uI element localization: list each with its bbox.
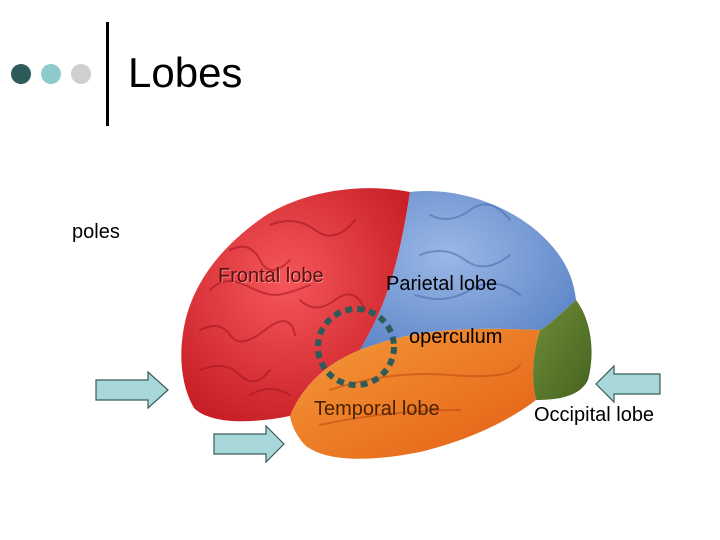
arrow-right-upper bbox=[95, 370, 169, 410]
arrow-right-lower bbox=[213, 424, 285, 464]
label-occipital-lobe: Occipital lobe bbox=[534, 404, 655, 426]
temporal-lobe bbox=[290, 328, 540, 459]
bullet-dot-gray bbox=[71, 64, 91, 84]
temporal-gyri bbox=[319, 364, 521, 426]
slide-title: Lobes bbox=[128, 49, 243, 96]
bullet-dot-teal bbox=[41, 64, 61, 84]
label-operculum: operculum bbox=[409, 326, 503, 348]
frontal-gyri bbox=[199, 219, 366, 396]
occipital-lobe bbox=[533, 300, 592, 400]
parietal-lobe bbox=[360, 191, 576, 350]
label-parietal-lobe: Parietal lobe bbox=[386, 273, 498, 295]
arrow-left bbox=[595, 364, 661, 404]
label-temporal-lobe: Temporal lobe bbox=[314, 398, 440, 420]
parietal-gyri bbox=[414, 203, 521, 300]
label-poles: poles bbox=[72, 221, 120, 243]
operculum-circle bbox=[315, 306, 397, 388]
bullet-dot-dark bbox=[11, 64, 31, 84]
title-divider bbox=[106, 22, 109, 126]
label-frontal-lobe: Frontal lobe bbox=[218, 265, 324, 287]
